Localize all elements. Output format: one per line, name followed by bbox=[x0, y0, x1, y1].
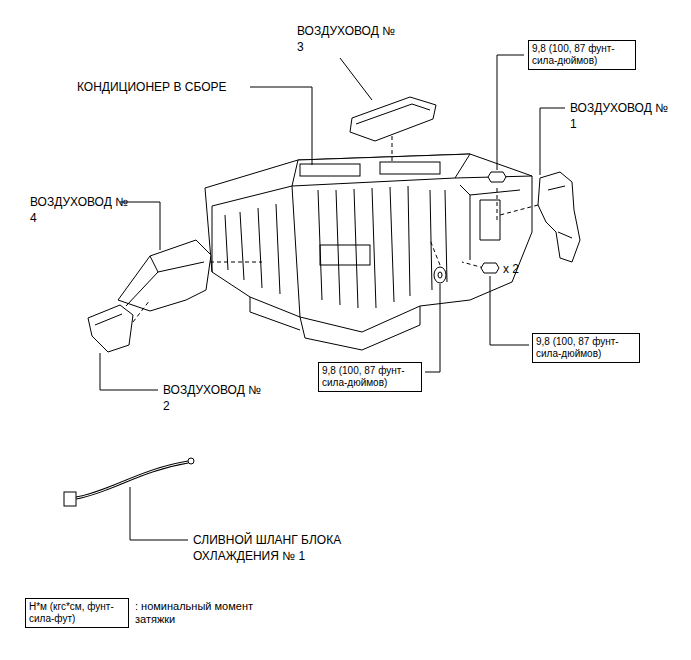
part-name: СЛИВНОЙ ШЛАНГ БЛОКА ОХЛАЖДЕНИЯ № 1 bbox=[193, 532, 378, 564]
torque-value: 9,8 (100, 87 фунт-сила-дюймов) bbox=[532, 43, 632, 67]
part-name: ВОЗДУХОВОД № 4 bbox=[30, 194, 130, 226]
leader-line bbox=[100, 55, 565, 540]
part-name: ВОЗДУХОВОД № 3 bbox=[297, 23, 397, 55]
torque-value: 9,8 (100, 87 фунт-сила-дюймов) bbox=[536, 336, 636, 360]
drain-hose bbox=[64, 458, 194, 506]
part-name: КОНДИЦИОНЕР В СБОРЕ bbox=[77, 79, 297, 95]
duct-4 bbox=[118, 240, 211, 311]
assembly-line bbox=[133, 136, 538, 322]
bolt bbox=[481, 172, 506, 273]
torque-value: 9,8 (100, 87 фунт-сила-дюймов) bbox=[322, 365, 418, 389]
washer-hole bbox=[438, 272, 442, 278]
torque-box: Н*м (кгс*см, фунт-сила-фут) bbox=[25, 598, 129, 628]
part-name: ВОЗДУХОВОД № 1 bbox=[570, 100, 670, 132]
hvac-unit bbox=[205, 154, 532, 332]
part-name: ВОЗДУХОВОД № 2 bbox=[163, 382, 263, 414]
washer bbox=[434, 267, 446, 283]
torque-box: 9,8 (100, 87 фунт-сила-дюймов) bbox=[528, 40, 636, 70]
unit-ribs bbox=[225, 185, 520, 350]
part-name: x 2 bbox=[503, 261, 543, 277]
torque-box: 9,8 (100, 87 фунт-сила-дюймов) bbox=[532, 333, 640, 363]
torque-value: Н*м (кгс*см, фунт-сила-фут) bbox=[29, 601, 125, 625]
duct-2 bbox=[88, 305, 133, 352]
torque-box: 9,8 (100, 87 фунт-сила-дюймов) bbox=[318, 362, 422, 392]
duct-1 bbox=[538, 172, 580, 262]
duct-3 bbox=[350, 97, 436, 141]
legend-text: : номинальный момент затяжки bbox=[135, 600, 255, 626]
